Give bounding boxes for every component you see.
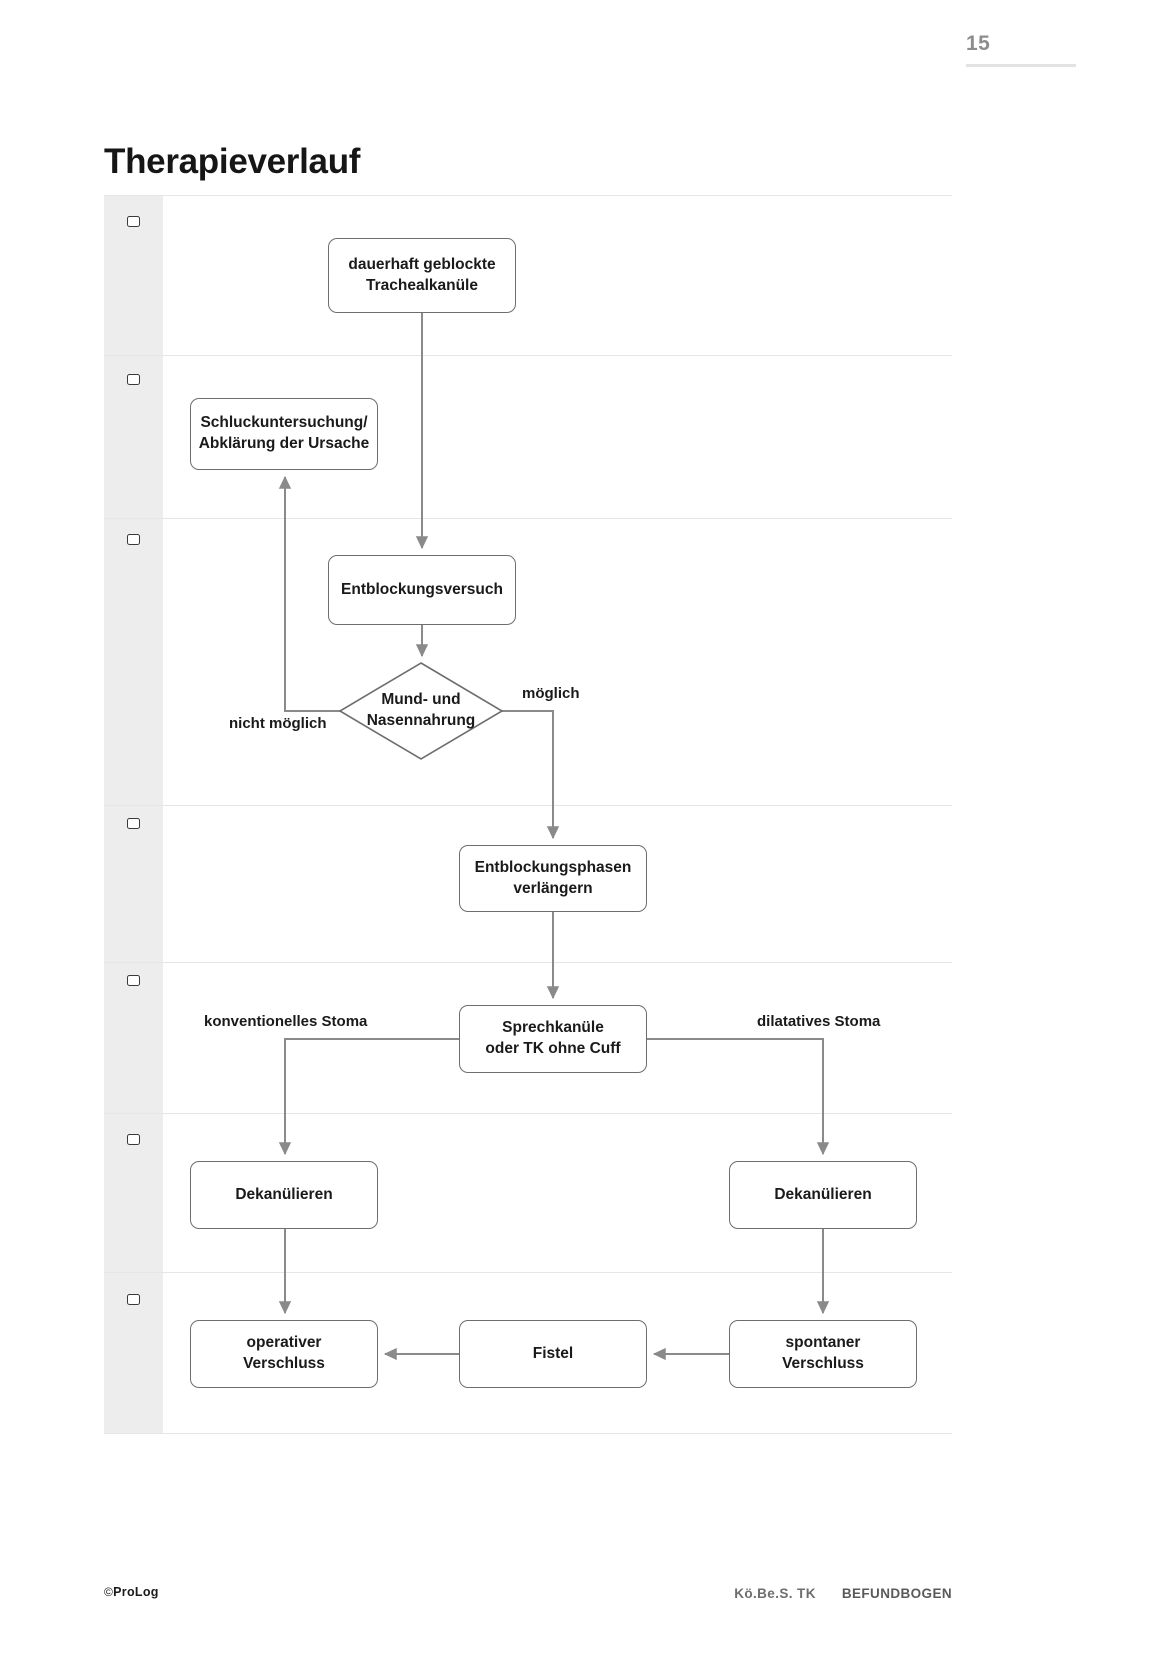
page-title: Therapieverlauf <box>104 142 361 182</box>
process-node-n11: spontaner Verschluss <box>729 1320 917 1388</box>
copyright-icon: © <box>104 1585 114 1599</box>
row-separator <box>104 1433 952 1434</box>
footer-meta: Kö.Be.S. TK BEFUNDBOGEN <box>600 1586 952 1601</box>
process-node-n8: Dekanülieren <box>729 1161 917 1229</box>
row-checkbox-2[interactable] <box>127 374 140 385</box>
row-separator <box>104 1113 952 1114</box>
page-number: 15 <box>966 32 991 55</box>
row-separator <box>104 195 952 196</box>
row-separator <box>104 518 952 519</box>
row-separator <box>104 962 952 963</box>
edge-label-1: nicht möglich <box>229 715 327 732</box>
footer-brand: ©ProLog <box>104 1584 159 1600</box>
process-node-n7: Dekanülieren <box>190 1161 378 1229</box>
document-type: BEFUNDBOGEN <box>841 1586 952 1601</box>
process-node-n6: Sprechkanüle oder TK ohne Cuff <box>459 1005 647 1073</box>
edge-label-2: möglich <box>522 685 580 702</box>
row-checkbox-6[interactable] <box>127 1134 140 1145</box>
edge-label-3: konventionelles Stoma <box>204 1013 368 1030</box>
row-separator <box>104 1272 952 1273</box>
worksheet-grid <box>104 195 952 1434</box>
process-node-n9: operativer Verschluss <box>190 1320 378 1388</box>
row-checkbox-5[interactable] <box>127 975 140 986</box>
checkbox-column-background <box>104 195 163 1433</box>
brand-name: ProLog <box>113 1585 159 1599</box>
edge-label-4: dilatatives Stoma <box>757 1013 881 1030</box>
product-name: Kö.Be.S. TK <box>734 1586 816 1601</box>
row-checkbox-1[interactable] <box>127 216 140 227</box>
row-checkbox-4[interactable] <box>127 818 140 829</box>
process-node-n5: Entblockungsphasen verlängern <box>459 845 647 912</box>
row-separator <box>104 805 952 806</box>
process-node-n10: Fistel <box>459 1320 647 1388</box>
decision-node-n4: Mund- und Nasennahrung <box>366 691 476 729</box>
process-node-n3: Entblockungsversuch <box>328 555 516 625</box>
process-node-n1: dauerhaft geblockte Trachealkanüle <box>328 238 516 313</box>
page-number-rule <box>966 64 1076 67</box>
row-separator <box>104 355 952 356</box>
process-node-n2: Schluckuntersuchung/ Abklärung der Ursac… <box>190 398 378 470</box>
row-checkbox-3[interactable] <box>127 534 140 545</box>
row-checkbox-7[interactable] <box>127 1294 140 1305</box>
